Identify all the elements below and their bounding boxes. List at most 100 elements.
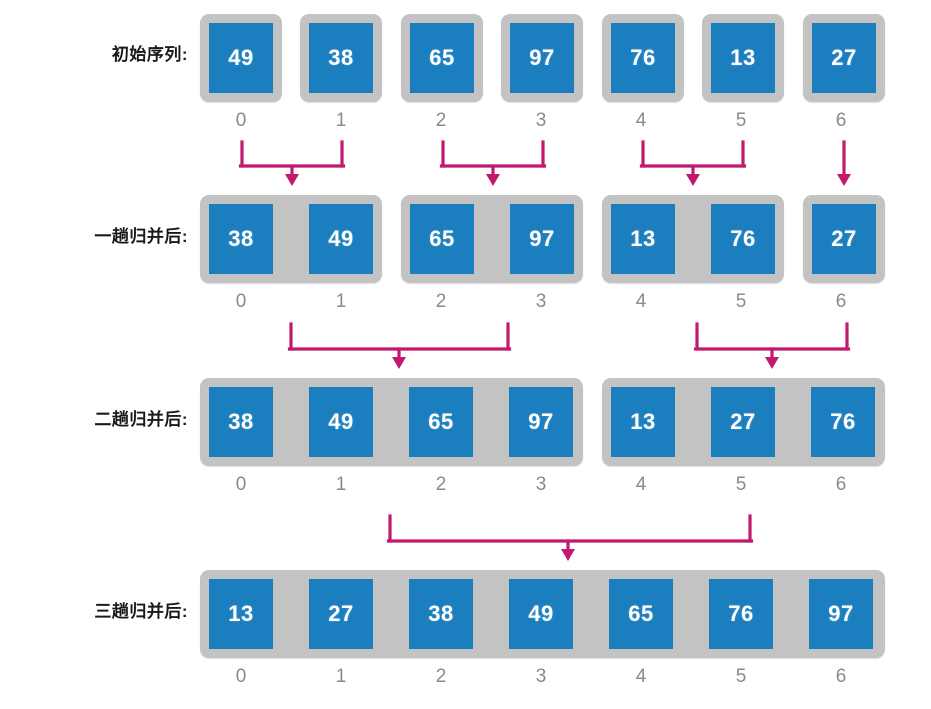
array-cell[interactable]: 76 bbox=[709, 579, 773, 649]
array-cell[interactable]: 97 bbox=[510, 23, 574, 93]
stage-row-2: 38 49 65 97 13 76 27 bbox=[0, 195, 931, 283]
merge-group: 13 bbox=[702, 14, 784, 102]
array-cell[interactable]: 97 bbox=[809, 579, 873, 649]
index-number: 4 bbox=[635, 110, 647, 131]
arrow-head bbox=[837, 174, 851, 186]
index-number: 5 bbox=[735, 110, 747, 131]
array-cell[interactable]: 49 bbox=[509, 579, 573, 649]
merge-bracket-arrow bbox=[386, 514, 754, 561]
array-cell[interactable]: 27 bbox=[812, 204, 876, 274]
merge-group: 65 bbox=[401, 14, 483, 102]
index-number: 2 bbox=[435, 474, 447, 495]
index-row-2: 0 1 2 3 4 5 6 bbox=[0, 291, 931, 315]
index-number: 0 bbox=[235, 110, 247, 131]
merge-straight-arrow bbox=[837, 140, 851, 186]
array-cell[interactable]: 65 bbox=[410, 204, 474, 274]
arrow-head bbox=[561, 549, 575, 561]
index-number: 3 bbox=[535, 666, 547, 687]
array-cell[interactable]: 76 bbox=[711, 204, 775, 274]
merge-group: 38 49 65 97 bbox=[200, 378, 583, 466]
index-number: 4 bbox=[635, 291, 647, 312]
stage-label-text: 二趟归并后: bbox=[94, 410, 188, 429]
array-cell[interactable]: 65 bbox=[409, 387, 473, 457]
arrow-head bbox=[392, 357, 406, 369]
merge-group: 65 97 bbox=[401, 195, 583, 283]
stage-label-4: 三趟归并后: bbox=[20, 597, 188, 623]
array-cell[interactable]: 38 bbox=[209, 204, 273, 274]
index-number: 1 bbox=[335, 666, 347, 687]
index-number: 4 bbox=[635, 666, 647, 687]
array-cell[interactable]: 13 bbox=[711, 23, 775, 93]
merge-bracket-arrow bbox=[693, 322, 851, 369]
stage-label-2: 一趟归并后: bbox=[20, 222, 188, 248]
merge-group: 38 49 bbox=[200, 195, 382, 283]
array-cell[interactable]: 76 bbox=[811, 387, 875, 457]
index-number: 3 bbox=[535, 291, 547, 312]
merge-group: 38 bbox=[300, 14, 382, 102]
index-number: 0 bbox=[235, 474, 247, 495]
array-cell[interactable]: 27 bbox=[309, 579, 373, 649]
index-number: 5 bbox=[735, 291, 747, 312]
array-cell[interactable]: 38 bbox=[409, 579, 473, 649]
merge-bracket-arrow bbox=[439, 140, 547, 186]
array-cell[interactable]: 13 bbox=[611, 387, 675, 457]
index-row-4: 0 1 2 3 4 5 6 bbox=[0, 666, 931, 690]
array-cell[interactable]: 76 bbox=[611, 23, 675, 93]
index-number: 2 bbox=[435, 110, 447, 131]
index-row-3: 0 1 2 3 4 5 6 bbox=[0, 474, 931, 498]
index-number: 0 bbox=[235, 666, 247, 687]
array-cell[interactable]: 27 bbox=[711, 387, 775, 457]
merge-group: 13 27 38 49 65 76 97 bbox=[200, 570, 885, 658]
merge-group: 13 76 bbox=[602, 195, 784, 283]
merge-bracket-arrow bbox=[639, 140, 747, 186]
stage-row-1: 49 38 65 97 76 13 27 bbox=[0, 14, 931, 102]
array-cell[interactable]: 97 bbox=[510, 204, 574, 274]
merge-group: 97 bbox=[501, 14, 583, 102]
array-cell[interactable]: 38 bbox=[209, 387, 273, 457]
stage-row-3: 38 49 65 97 13 27 76 bbox=[0, 378, 931, 466]
merge-group: 13 27 76 bbox=[602, 378, 885, 466]
merge-group: 76 bbox=[602, 14, 684, 102]
stage-label-text: 初始序列: bbox=[111, 45, 188, 64]
index-number: 2 bbox=[435, 291, 447, 312]
merge-bracket-arrow bbox=[238, 140, 346, 186]
array-cell[interactable]: 27 bbox=[812, 23, 876, 93]
array-cell[interactable]: 65 bbox=[410, 23, 474, 93]
array-cell[interactable]: 49 bbox=[309, 387, 373, 457]
stage-label-1: 初始序列: bbox=[20, 40, 188, 66]
index-number: 4 bbox=[635, 474, 647, 495]
arrow-head bbox=[486, 174, 500, 186]
arrow-head bbox=[765, 357, 779, 369]
index-number: 6 bbox=[835, 666, 847, 687]
stage-label-text: 三趟归并后: bbox=[94, 602, 188, 621]
merge-bracket-arrow bbox=[287, 322, 512, 369]
stage-label-3: 二趟归并后: bbox=[20, 405, 188, 431]
array-cell[interactable]: 13 bbox=[209, 579, 273, 649]
index-number: 6 bbox=[835, 291, 847, 312]
array-cell[interactable]: 97 bbox=[509, 387, 573, 457]
index-number: 2 bbox=[435, 666, 447, 687]
merge-group: 49 bbox=[200, 14, 282, 102]
index-number: 5 bbox=[735, 666, 747, 687]
index-number: 1 bbox=[335, 291, 347, 312]
index-number: 5 bbox=[735, 474, 747, 495]
merge-group: 27 bbox=[803, 195, 885, 283]
index-number: 6 bbox=[835, 474, 847, 495]
array-cell[interactable]: 38 bbox=[309, 23, 373, 93]
stage-label-text: 一趟归并后: bbox=[94, 227, 188, 246]
array-cell[interactable]: 13 bbox=[611, 204, 675, 274]
index-number: 6 bbox=[835, 110, 847, 131]
array-cell[interactable]: 65 bbox=[609, 579, 673, 649]
array-cell[interactable]: 49 bbox=[209, 23, 273, 93]
index-number: 3 bbox=[535, 474, 547, 495]
arrow-head bbox=[686, 174, 700, 186]
index-number: 1 bbox=[335, 474, 347, 495]
array-cell[interactable]: 49 bbox=[309, 204, 373, 274]
index-number: 0 bbox=[235, 291, 247, 312]
index-number: 3 bbox=[535, 110, 547, 131]
merge-group: 27 bbox=[803, 14, 885, 102]
arrow-head bbox=[285, 174, 299, 186]
stage-row-4: 13 27 38 49 65 76 97 bbox=[0, 570, 931, 658]
